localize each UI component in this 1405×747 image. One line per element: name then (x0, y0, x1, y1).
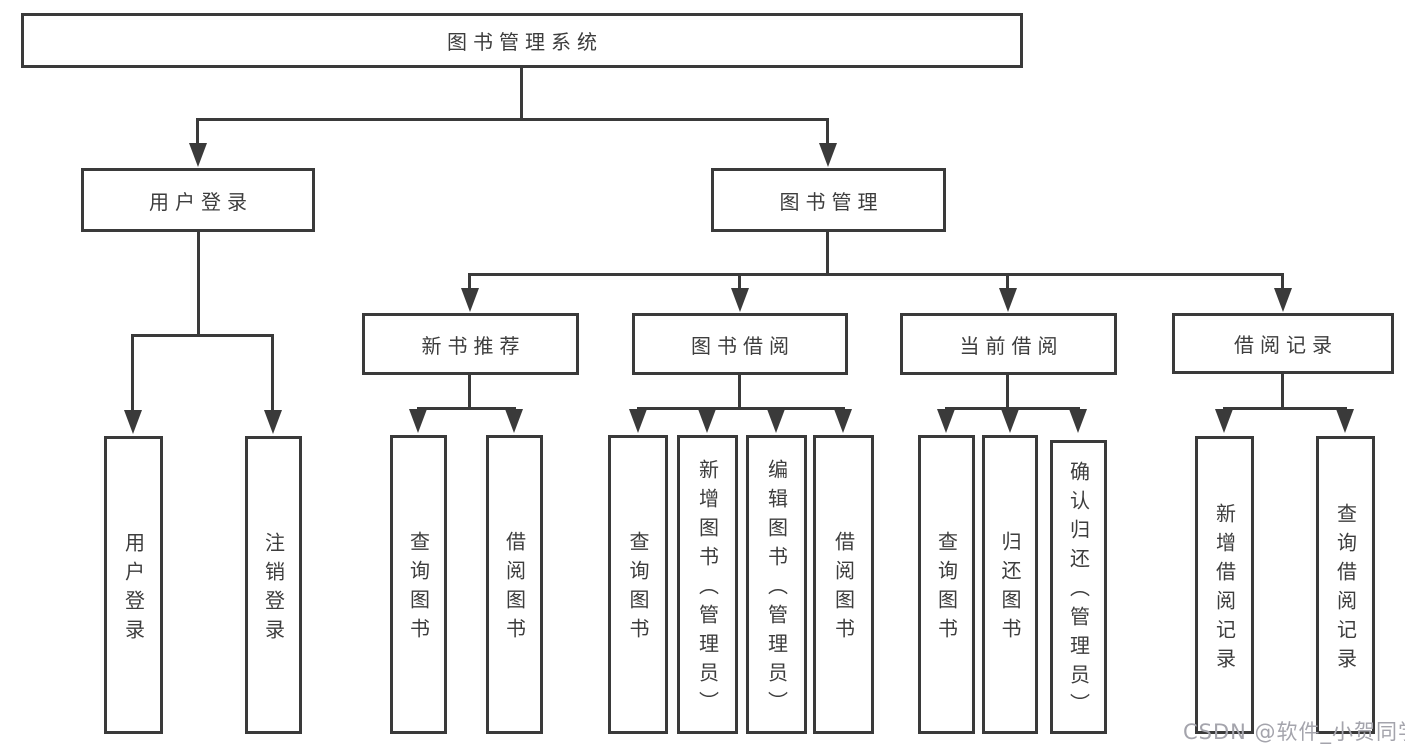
leaf-cb-confirm-return-admin: 确认归还（管理员） (1050, 440, 1107, 734)
leaf-user-logout-label: 注销登录 (261, 531, 286, 648)
node-borrow-records: 借阅记录 (1172, 313, 1394, 374)
edge-user-login-stub (196, 118, 199, 145)
edge-borrow-records-stub (1281, 273, 1284, 290)
leaf-bb-query-books-label: 查询图书 (626, 531, 650, 647)
node-current-borrow: 当前借阅 (900, 313, 1117, 375)
arrowhead-nb-borrow (505, 409, 523, 433)
arrowhead-cb-query (937, 409, 955, 433)
node-user-login-label: 用户登录 (149, 189, 253, 214)
leaf-cb-query-books: 查询图书 (918, 435, 975, 734)
edge-book-borrow-rail (637, 407, 845, 410)
edge-user-login-leaf1-stub (131, 334, 134, 412)
edge-current-borrow-down (1006, 375, 1009, 410)
leaf-nb-borrow-books-label: 借阅图书 (502, 531, 527, 647)
arrowhead-br-query (1336, 409, 1354, 433)
arrowhead-login-leaf (124, 410, 142, 434)
leaf-bb-borrow-books: 借阅图书 (813, 435, 874, 734)
leaf-bb-borrow-books-label: 借阅图书 (831, 531, 856, 647)
node-book-mgmt-label: 图书管理 (779, 189, 884, 214)
edge-book-borrow-stub (738, 273, 741, 290)
leaf-user-login-label: 用户登录 (121, 531, 146, 648)
arrowhead-cb-confirm (1069, 409, 1087, 433)
edge-user-login-leaf2-stub (271, 334, 274, 412)
node-new-book: 新书推荐 (362, 313, 579, 375)
leaf-bb-query-books: 查询图书 (608, 435, 668, 734)
arrowhead-bb-add (698, 409, 716, 433)
edge-book-mgmt-stub (826, 118, 829, 145)
leaf-br-add-record: 新增借阅记录 (1195, 436, 1254, 734)
arrowhead-book-mgmt (819, 143, 837, 167)
arrowhead-nb-query (409, 409, 427, 433)
edge-user-login-rail (131, 334, 274, 337)
node-current-borrow-label: 当前借阅 (959, 333, 1064, 358)
node-borrow-records-label: 借阅记录 (1234, 333, 1338, 357)
node-book-borrow-label: 图书借阅 (691, 333, 795, 358)
edge-user-login-down (197, 232, 200, 336)
leaf-bb-add-books-admin-label: 新增图书（管理员） (695, 458, 720, 720)
edge-book-borrow-down (738, 375, 741, 410)
node-book-borrow: 图书借阅 (632, 313, 848, 375)
leaf-br-add-record-label: 新增借阅记录 (1212, 502, 1237, 677)
arrowhead-bb-edit (767, 409, 785, 433)
leaf-bb-add-books-admin: 新增图书（管理员） (677, 435, 738, 734)
leaf-bb-edit-books-admin-label: 编辑图书（管理员） (764, 458, 789, 720)
arrowhead-bb-borrow (834, 409, 852, 433)
leaf-cb-query-books-label: 查询图书 (934, 531, 959, 647)
edge-current-borrow-rail (945, 407, 1080, 410)
leaf-br-query-record-label: 查询借阅记录 (1333, 502, 1358, 677)
edge-root-down (520, 68, 523, 119)
node-book-mgmt: 图书管理 (711, 168, 946, 232)
leaf-nb-borrow-books: 借阅图书 (486, 435, 543, 734)
arrowhead-br-add (1215, 409, 1233, 433)
node-root: 图书管理系统 (21, 13, 1023, 68)
edge-book-mgmt-down (826, 232, 829, 276)
edge-level2-rail (197, 118, 829, 121)
arrowhead-logout-leaf (264, 410, 282, 434)
leaf-cb-return-books: 归还图书 (982, 435, 1038, 734)
node-root-label: 图书管理系统 (447, 30, 603, 54)
leaf-nb-query-books-label: 查询图书 (406, 531, 431, 647)
arrowhead-borrow-records (1274, 288, 1292, 312)
leaf-nb-query-books: 查询图书 (390, 435, 447, 734)
edge-current-borrow-stub (1006, 273, 1009, 290)
arrowhead-current-borrow (999, 288, 1017, 312)
arrowhead-user-login (189, 143, 207, 167)
csdn-watermark: CSDN @软件_小贺同学 (1183, 720, 1405, 744)
leaf-user-logout: 注销登录 (245, 436, 302, 734)
edge-level3-rail (469, 273, 1284, 276)
edge-borrow-records-rail (1223, 407, 1347, 410)
edge-borrow-records-down (1281, 374, 1284, 410)
leaf-cb-confirm-return-admin-label: 确认归还（管理员） (1066, 461, 1091, 722)
leaf-user-login: 用户登录 (104, 436, 163, 734)
edge-new-book-rail (417, 407, 516, 410)
arrowhead-book-borrow (731, 288, 749, 312)
arrowhead-cb-return (1001, 409, 1019, 433)
edge-new-book-stub (468, 273, 471, 290)
node-new-book-label: 新书推荐 (421, 333, 526, 358)
leaf-cb-return-books-label: 归还图书 (998, 531, 1022, 647)
leaf-br-query-record: 查询借阅记录 (1316, 436, 1375, 734)
arrowhead-bb-query (629, 409, 647, 433)
arrowhead-new-book (461, 288, 479, 312)
node-user-login: 用户登录 (81, 168, 315, 232)
leaf-bb-edit-books-admin: 编辑图书（管理员） (746, 435, 807, 734)
edge-new-book-down (468, 375, 471, 410)
